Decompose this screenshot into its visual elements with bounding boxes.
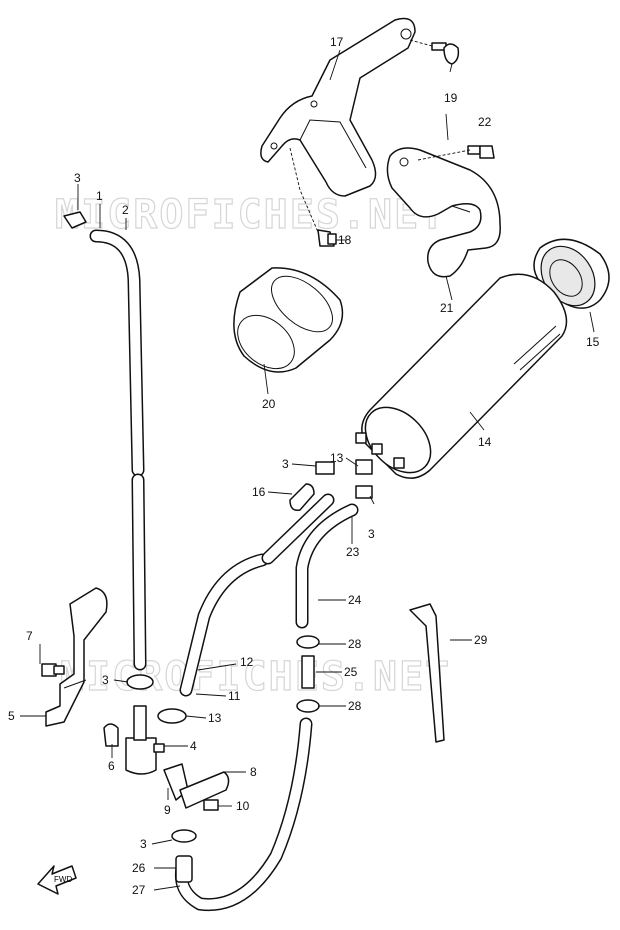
callout-8: 8	[250, 765, 257, 779]
bracket-17	[260, 17, 416, 197]
hose-24	[295, 503, 359, 629]
callouts: 1 2 3 3 3 3 3 4 5 6 7 8 9 10 11 12 13 13…	[8, 35, 600, 897]
callout-5: 5	[8, 709, 15, 723]
callout-4: 4	[190, 739, 197, 753]
callout-10: 10	[236, 799, 250, 813]
screw-10	[203, 799, 219, 811]
fwd-label: FWD	[54, 875, 72, 884]
watermark-bottom: MICROFICHES.NET	[60, 654, 451, 700]
callout-2: 2	[122, 203, 129, 217]
callout-19: 19	[444, 91, 458, 105]
callout-9: 9	[164, 803, 171, 817]
callout-1: 1	[96, 189, 103, 203]
clip-3-right	[355, 485, 373, 499]
bolt-22	[467, 145, 495, 159]
bolt-19	[431, 42, 460, 65]
callout-3-top: 3	[74, 171, 81, 185]
callout-16: 16	[252, 485, 266, 499]
callout-26: 26	[132, 861, 146, 875]
callout-25: 25	[344, 665, 358, 679]
cable-tie-29	[409, 603, 445, 743]
callout-21: 21	[440, 301, 454, 315]
hose-end-26	[175, 855, 193, 883]
valve-4	[125, 705, 165, 775]
callout-3-pump: 3	[282, 457, 289, 471]
watermark-top: MICROFICHES.NET	[55, 192, 446, 238]
fwd-arrow-icon	[37, 865, 77, 895]
callout-22: 22	[478, 115, 492, 129]
sleeve-16	[261, 483, 335, 565]
clip-3-pump	[315, 461, 335, 475]
fuel-pump-14	[355, 273, 568, 479]
callout-13-upper: 13	[330, 451, 344, 465]
callout-24: 24	[348, 593, 362, 607]
clamp-13-upper	[355, 459, 373, 475]
hose-1	[89, 229, 147, 671]
clip-3-bottom	[171, 829, 197, 843]
filter-20	[233, 267, 344, 373]
bracket-5	[45, 587, 108, 727]
clip-3-top	[63, 211, 87, 229]
callout-3-mid: 3	[102, 673, 109, 687]
hose-12	[179, 553, 269, 697]
callout-20: 20	[262, 397, 276, 411]
bracket-8-9	[163, 763, 230, 809]
clip-3-mid	[126, 674, 154, 690]
callout-17: 17	[330, 35, 344, 49]
leader-lines	[20, 49, 595, 891]
clamp-28-upper	[296, 635, 320, 649]
callout-27: 27	[132, 883, 146, 897]
callout-13-lower: 13	[208, 711, 222, 725]
clamp-13-lower	[157, 708, 187, 724]
callout-11: 11	[228, 689, 241, 703]
callout-12: 12	[240, 655, 254, 669]
hose-27	[174, 717, 313, 912]
clip-6	[103, 723, 119, 747]
callout-18: 18	[338, 233, 352, 247]
callout-7: 7	[26, 629, 33, 643]
callout-3-right: 3	[368, 527, 375, 541]
bolt-7	[41, 663, 65, 677]
callout-28-lower: 28	[348, 699, 362, 713]
callout-29: 29	[474, 633, 488, 647]
callout-23: 23	[346, 545, 360, 559]
clamp-28-lower	[296, 699, 320, 713]
callout-3-bottom: 3	[140, 837, 147, 851]
fitting-25	[301, 655, 315, 689]
callout-6: 6	[108, 759, 115, 773]
bolt-18	[317, 229, 337, 247]
callout-28-upper: 28	[348, 637, 362, 651]
callout-15: 15	[586, 335, 600, 349]
callout-14: 14	[478, 435, 492, 449]
bracket-21	[386, 147, 501, 278]
